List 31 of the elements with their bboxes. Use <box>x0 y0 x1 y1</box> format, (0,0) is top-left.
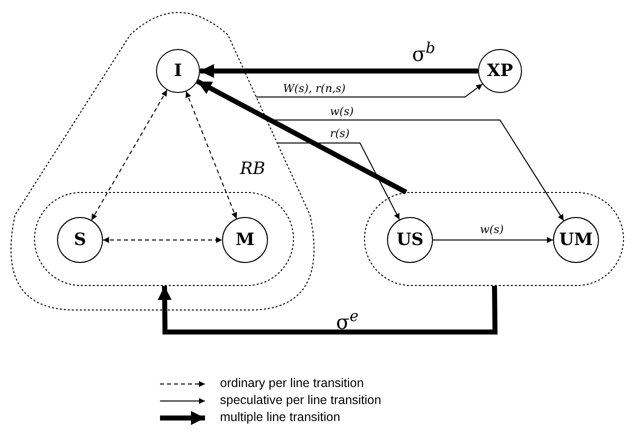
state-circle <box>553 217 599 263</box>
state-circle <box>387 217 433 263</box>
thick-arrow <box>200 64 478 78</box>
legend-label: speculative per line transition <box>220 394 382 406</box>
legend-label: ordinary per line transition <box>220 377 364 390</box>
edge-label: σ$^{b}$ <box>412 40 436 65</box>
thick-arrow <box>196 79 408 194</box>
legend-label: multiple line transition <box>220 411 340 424</box>
state-label: S <box>74 232 86 248</box>
state-label: UM <box>559 232 593 248</box>
edge-label: σ$^{e}$ <box>336 308 359 333</box>
state-circle <box>478 49 522 93</box>
dashed-arrow <box>102 237 222 243</box>
edge-label: w(s) <box>480 224 504 236</box>
edge-label: w(s) <box>330 106 354 118</box>
edge-label: RB <box>240 160 266 179</box>
edge-label: r(s) <box>330 128 350 140</box>
state-label: US <box>396 232 424 248</box>
edge-label: W(s), r(n,s) <box>283 83 346 96</box>
state-circle <box>57 217 103 263</box>
dashed-arrow <box>91 90 168 221</box>
arrow <box>256 84 483 98</box>
arrow <box>432 237 554 243</box>
dashed-arrow <box>186 90 238 220</box>
state-label: I <box>174 62 182 80</box>
state-label: XP <box>487 62 513 80</box>
state-circle <box>222 217 268 263</box>
thick-arrow <box>158 286 498 334</box>
state-label: M <box>236 232 254 248</box>
state-circle <box>156 49 200 93</box>
arrow <box>276 142 400 220</box>
